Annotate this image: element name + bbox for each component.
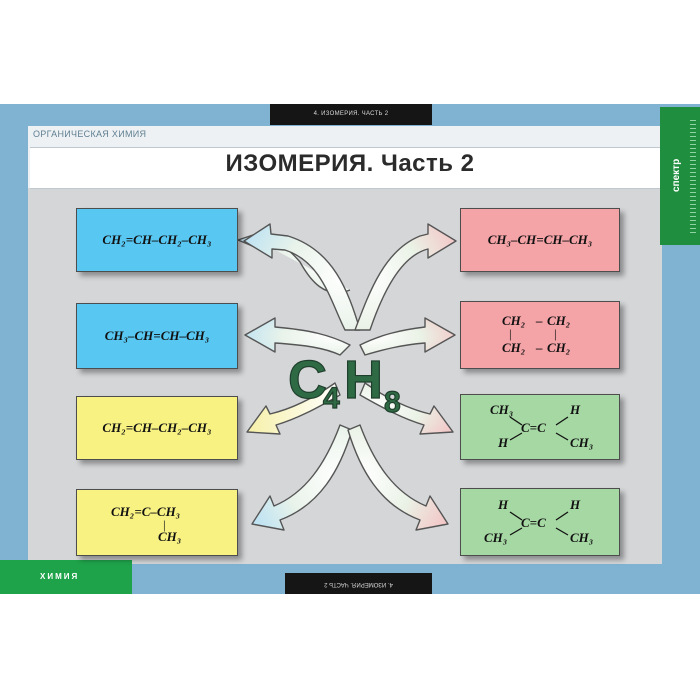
page-title: ИЗОМЕРИЯ. Часть 2 [225,150,475,177]
isomer-box-right-4: H H C=C CH₃ CH₃ [460,488,620,556]
publisher-badge-text: ХИМИЯ [40,572,80,581]
isomer-formula: CH₂=CH–CH₂–CH₃ [102,232,212,247]
arrow-left-2 [244,317,351,356]
series-label: ОРГАНИЧЕСКАЯ ХИМИЯ [33,129,147,139]
branch-bond: | [163,516,166,532]
isomer-box-left-2: CH₃–CH=CH–CH₃ [76,303,238,369]
arrow-right-3 [359,382,454,435]
isomer-formula: CH₂=CH–CH₂–CH₃ [102,420,212,435]
isomer-box-right-1: CH₃–CH=CH–CH₃ [460,208,620,272]
branched-isomer-structure: CH₂=C–CH₃ | CH₃ [111,500,203,546]
arrow-right-2 [359,317,456,356]
arrow-left-1 [243,223,361,331]
svg-text:H: H [344,350,383,410]
cis-isomer-structure: CH₃ H C=C H CH₃ [490,402,594,450]
isomer-formula: CH₃–CH=CH–CH₃ [104,328,210,343]
top-chapter-label: 4. ИЗОМЕРИЯ. ЧАСТЬ 2 [270,104,432,125]
molecular-formula-c4h8: C 4 H 8 [287,349,401,419]
publisher-side-tab: спектр [660,107,700,245]
svg-text:4: 4 [323,382,340,415]
svg-text:8: 8 [384,386,401,419]
arrow-right-4 [347,424,449,531]
cyclobutane-structure: CH₂ – CH₂ | | CH₂ – CH₂ [502,313,571,355]
isomer-box-right-2: CH₂ – CH₂ | | CH₂ – CH₂ [460,301,620,369]
main-chain: CH₂=C–CH₃ [111,503,181,519]
title-bar [30,147,660,189]
arrow-left-4 [251,424,353,531]
branch-group: CH₃ [158,528,182,544]
publisher-info-lines [690,117,696,235]
svg-text:C: C [288,350,327,410]
arrow-left-3 [246,382,341,435]
trans-isomer-structure: H H C=C CH₃ CH₃ [484,497,594,545]
isomer-box-right-3: CH₃ H C=C H CH₃ [460,394,620,460]
isomer-box-left-1: CH₂=CH–CH₂–CH₃ [76,208,238,272]
publisher-badge: ХИМИЯ [0,560,132,594]
arrow-right-1 [354,223,457,331]
isomer-box-left-3: CH₂=CH–CH₂–CH₃ [76,396,238,460]
isomer-box-left-4: CH₂=C–CH₃ | CH₃ [76,489,238,556]
isomer-formula: CH₃–CH=CH–CH₃ [487,232,593,247]
